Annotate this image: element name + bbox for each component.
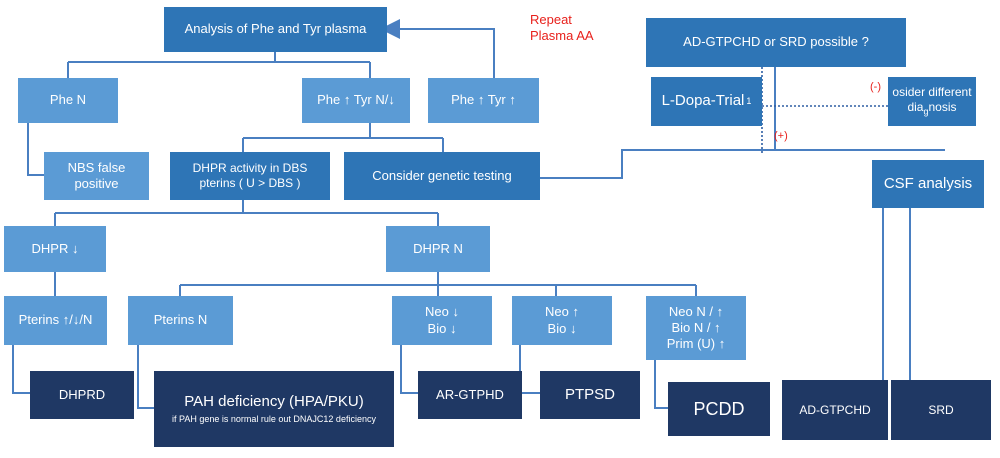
neo-n-line: Neo N / ↑ <box>668 303 724 319</box>
analysis-plasma-label: Analysis of Phe and Tyr plasma <box>184 21 367 37</box>
phe-n-label: Phe N <box>49 92 87 108</box>
pterins-up-down-n-node: Pterins ↑/↓/N <box>4 296 107 345</box>
connector-repeat-arrow <box>380 19 495 78</box>
connector-neo-n-to-pcdd <box>654 360 668 409</box>
ptpsd-label: PTPSD <box>564 385 615 403</box>
csf-analysis-node: CSF analysis <box>872 160 984 208</box>
pah-deficiency-node: PAH deficiency (HPA/PKU) if PAH gene is … <box>154 371 394 447</box>
pterins-n-label: Pterins N <box>153 312 208 328</box>
phe-up-tyr-up-node: Phe ↑ Tyr ↑ <box>428 78 539 123</box>
neo-up-bio-down-node: Neo ↑ Bio ↓ <box>512 296 612 345</box>
phe-up-tyr-up-label: Phe ↑ Tyr ↑ <box>451 92 516 108</box>
connector-phe-n-to-nbs <box>27 123 44 176</box>
consider-different-diagnosis-node: osider different diagnosis <box>888 77 976 126</box>
dhpr-down-label: DHPR ↓ <box>31 240 79 256</box>
connector-neo-down-to-ar <box>400 345 418 394</box>
ad-srd-possible-label: AD-GTPCHD or SRD possible ? <box>683 34 869 50</box>
connector-neo-up-to-ptpsd <box>519 345 540 394</box>
dhprd-label: DHPRD <box>58 386 106 402</box>
nbs-line1: NBS false <box>67 159 126 175</box>
phe-n-node: Phe N <box>18 78 118 123</box>
pcdd-node: PCDD <box>668 382 770 436</box>
plus-label: (+) <box>774 130 788 142</box>
dhprd-node: DHPRD <box>30 371 134 419</box>
dhpr-activity-line1: DHPR activity in DBS <box>192 161 308 175</box>
ad-srd-possible-node: AD-GTPCHD or SRD possible ? <box>646 18 906 67</box>
pcdd-label: PCDD <box>693 398 745 419</box>
repeat-plasma-label: Repeat Plasma AA <box>530 12 594 45</box>
ad-gtpchd-node: AD-GTPCHD <box>782 380 888 440</box>
neo-down-line: Neo ↓ <box>425 304 459 320</box>
bio-down-line-2: Bio ↓ <box>547 320 577 336</box>
consider-diff-line2b: nosis <box>928 100 957 115</box>
consider-diff-line2: diagnosis <box>907 100 956 118</box>
prim-line: Prim (U) ↑ <box>666 336 726 352</box>
minus-label: (-) <box>870 81 881 93</box>
connector-genetic-to-csf <box>540 149 945 179</box>
csf-analysis-label: CSF analysis <box>883 174 973 192</box>
bio-n-line: Bio N / ↑ <box>671 319 721 335</box>
ldopa-footnote: 1 <box>746 95 752 106</box>
bio-down-line: Bio ↓ <box>427 320 457 336</box>
dhpr-n-label: DHPR N <box>413 240 463 256</box>
dhpr-down-node: DHPR ↓ <box>4 226 106 272</box>
pterins-up-down-n-label: Pterins ↑/↓/N <box>18 312 93 328</box>
pterins-n-node: Pterins N <box>128 296 233 345</box>
genetic-testing-label: Consider genetic testing <box>372 167 512 183</box>
repeat-line1: Repeat <box>530 12 572 27</box>
ldopa-trial-label: L-Dopa-Trial <box>661 92 745 110</box>
connector-pterins-to-dhprd <box>12 345 30 394</box>
pah-note: if PAH gene is normal rule out DNAJC12 d… <box>172 413 376 424</box>
nbs-false-positive-node: NBS false positive <box>44 152 149 200</box>
pah-title: PAH deficiency (HPA/PKU) <box>184 392 364 410</box>
genetic-testing-node: Consider genetic testing <box>344 152 540 200</box>
neo-n-bio-n-prim-node: Neo N / ↑ Bio N / ↑ Prim (U) ↑ <box>646 296 746 360</box>
consider-diff-line1: osider different <box>892 85 972 100</box>
dhpr-activity-node: DHPR activity in DBS pterins ( U > DBS ) <box>170 152 330 200</box>
phe-up-tyr-n-down-label: Phe ↑ Tyr N/↓ <box>317 92 395 108</box>
neo-up-line: Neo ↑ <box>545 304 579 320</box>
ar-gtphd-node: AR-GTPHD <box>418 371 522 419</box>
ptpsd-node: PTPSD <box>540 371 640 419</box>
dhpr-activity-line2: pterins ( U > DBS ) <box>199 176 301 190</box>
dhpr-n-node: DHPR N <box>386 226 490 272</box>
nbs-line2: positive <box>74 176 119 191</box>
connector-pterins-n-to-pah <box>137 345 154 409</box>
analysis-plasma-node: Analysis of Phe and Tyr plasma <box>164 7 387 52</box>
srd-node: SRD <box>891 380 991 440</box>
ad-gtpchd-label: AD-GTPCHD <box>799 402 871 417</box>
neo-down-bio-down-node: Neo ↓ Bio ↓ <box>392 296 492 345</box>
srd-label: SRD <box>928 402 954 417</box>
ar-gtphd-label: AR-GTPHD <box>436 386 504 402</box>
repeat-line2: Plasma AA <box>530 28 594 44</box>
consider-diff-line2a: dia <box>907 100 924 115</box>
phe-up-tyr-n-down-node: Phe ↑ Tyr N/↓ <box>302 78 410 123</box>
consider-diff-sub: g <box>923 106 929 117</box>
